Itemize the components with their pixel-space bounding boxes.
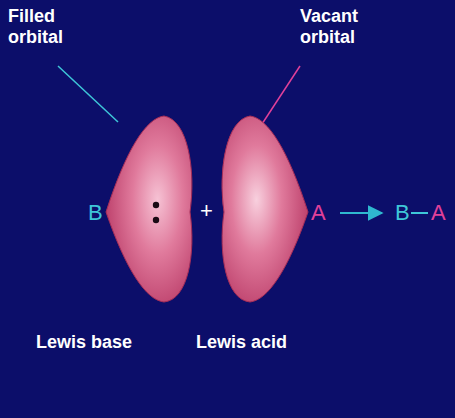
atom-symbol: A xyxy=(431,200,446,225)
species-label: Lewis acid xyxy=(196,332,287,353)
plus-sign: + xyxy=(200,198,213,223)
callout-label: Filled orbital xyxy=(8,6,103,47)
leader-line xyxy=(262,66,300,124)
leader-line xyxy=(58,66,118,122)
vacant-orbital-lobe xyxy=(222,116,308,302)
species-label: Lewis base xyxy=(36,332,132,353)
atom-symbol: B xyxy=(395,200,410,225)
electron-dot xyxy=(153,217,159,223)
bond-line xyxy=(411,212,428,214)
electron-dot xyxy=(153,202,159,208)
reaction-arrow xyxy=(340,212,382,214)
atom-symbol: A xyxy=(311,200,326,225)
callout-label: Vacant orbital xyxy=(300,6,400,47)
atom-symbol: B xyxy=(88,200,103,225)
filled-orbital-lobe xyxy=(106,116,192,302)
